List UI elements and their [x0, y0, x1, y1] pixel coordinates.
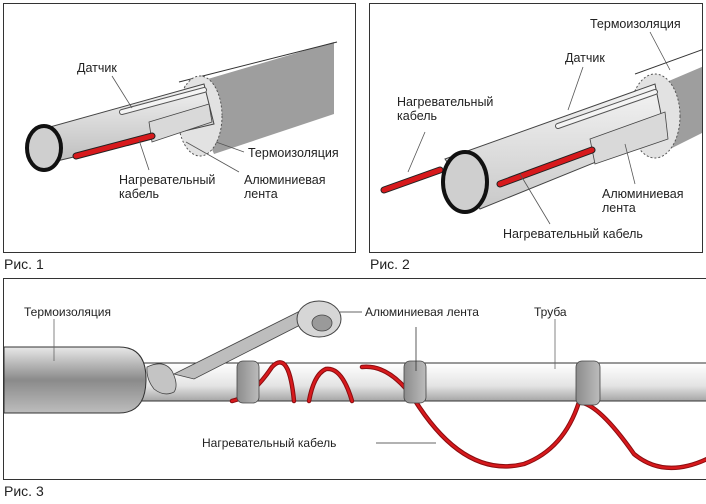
label-heating-cable-left-2: кабель [397, 109, 437, 123]
tape-band-1 [236, 360, 260, 404]
figure-1-caption: Рис. 1 [4, 256, 44, 272]
label-pipe: Труба [534, 305, 567, 319]
figure-1-illustration: Датчик Термоизоляция Нагревательный кабе… [25, 41, 339, 201]
label-insulation: Термоизоляция [590, 17, 681, 31]
figure-3-illustration: Термоизоляция Алюминиевая лента Труба На… [4, 300, 706, 471]
figure-1-panel: Датчик Термоизоляция Нагревательный кабе… [3, 3, 356, 253]
label-sensor: Датчик [565, 51, 605, 65]
label-insulation: Термоизоляция [248, 146, 339, 160]
label-heating-cable-1: Нагревательный [119, 173, 215, 187]
label-aluminum-tape-2: лента [602, 201, 636, 215]
label-aluminum-tape-1: Алюминиевая [244, 173, 326, 187]
label-heating-cable-bottom: Нагревательный кабель [503, 227, 643, 241]
label-aluminum-tape-2: лента [244, 187, 278, 201]
tape-band-3 [575, 360, 601, 406]
label-heating-cable-left-1: Нагревательный [397, 95, 493, 109]
label-insulation: Термоизоляция [24, 305, 111, 319]
figure-3-panel: Термоизоляция Алюминиевая лента Труба На… [3, 278, 706, 480]
label-aluminum-tape-1: Алюминиевая [602, 187, 684, 201]
insulation-tube [184, 42, 334, 154]
label-heating-cable: Нагревательный кабель [202, 436, 336, 450]
torn-tape [146, 363, 177, 395]
figure-2-panel: Термоизоляция Датчик Нагревательный кабе… [369, 3, 703, 253]
figure-2-caption: Рис. 2 [370, 256, 410, 272]
figure-3-caption: Рис. 3 [4, 483, 44, 499]
insulation [4, 346, 147, 414]
label-heating-cable-2: кабель [119, 187, 159, 201]
pipe-end-ring [25, 124, 63, 172]
label-sensor: Датчик [77, 61, 117, 75]
figure-2-illustration: Термоизоляция Датчик Нагревательный кабе… [380, 17, 702, 241]
pipe-end-ring [441, 150, 489, 214]
tape-band-2 [403, 360, 427, 404]
aluminum-tape [589, 111, 669, 165]
label-aluminum-tape: Алюминиевая лента [365, 305, 479, 319]
